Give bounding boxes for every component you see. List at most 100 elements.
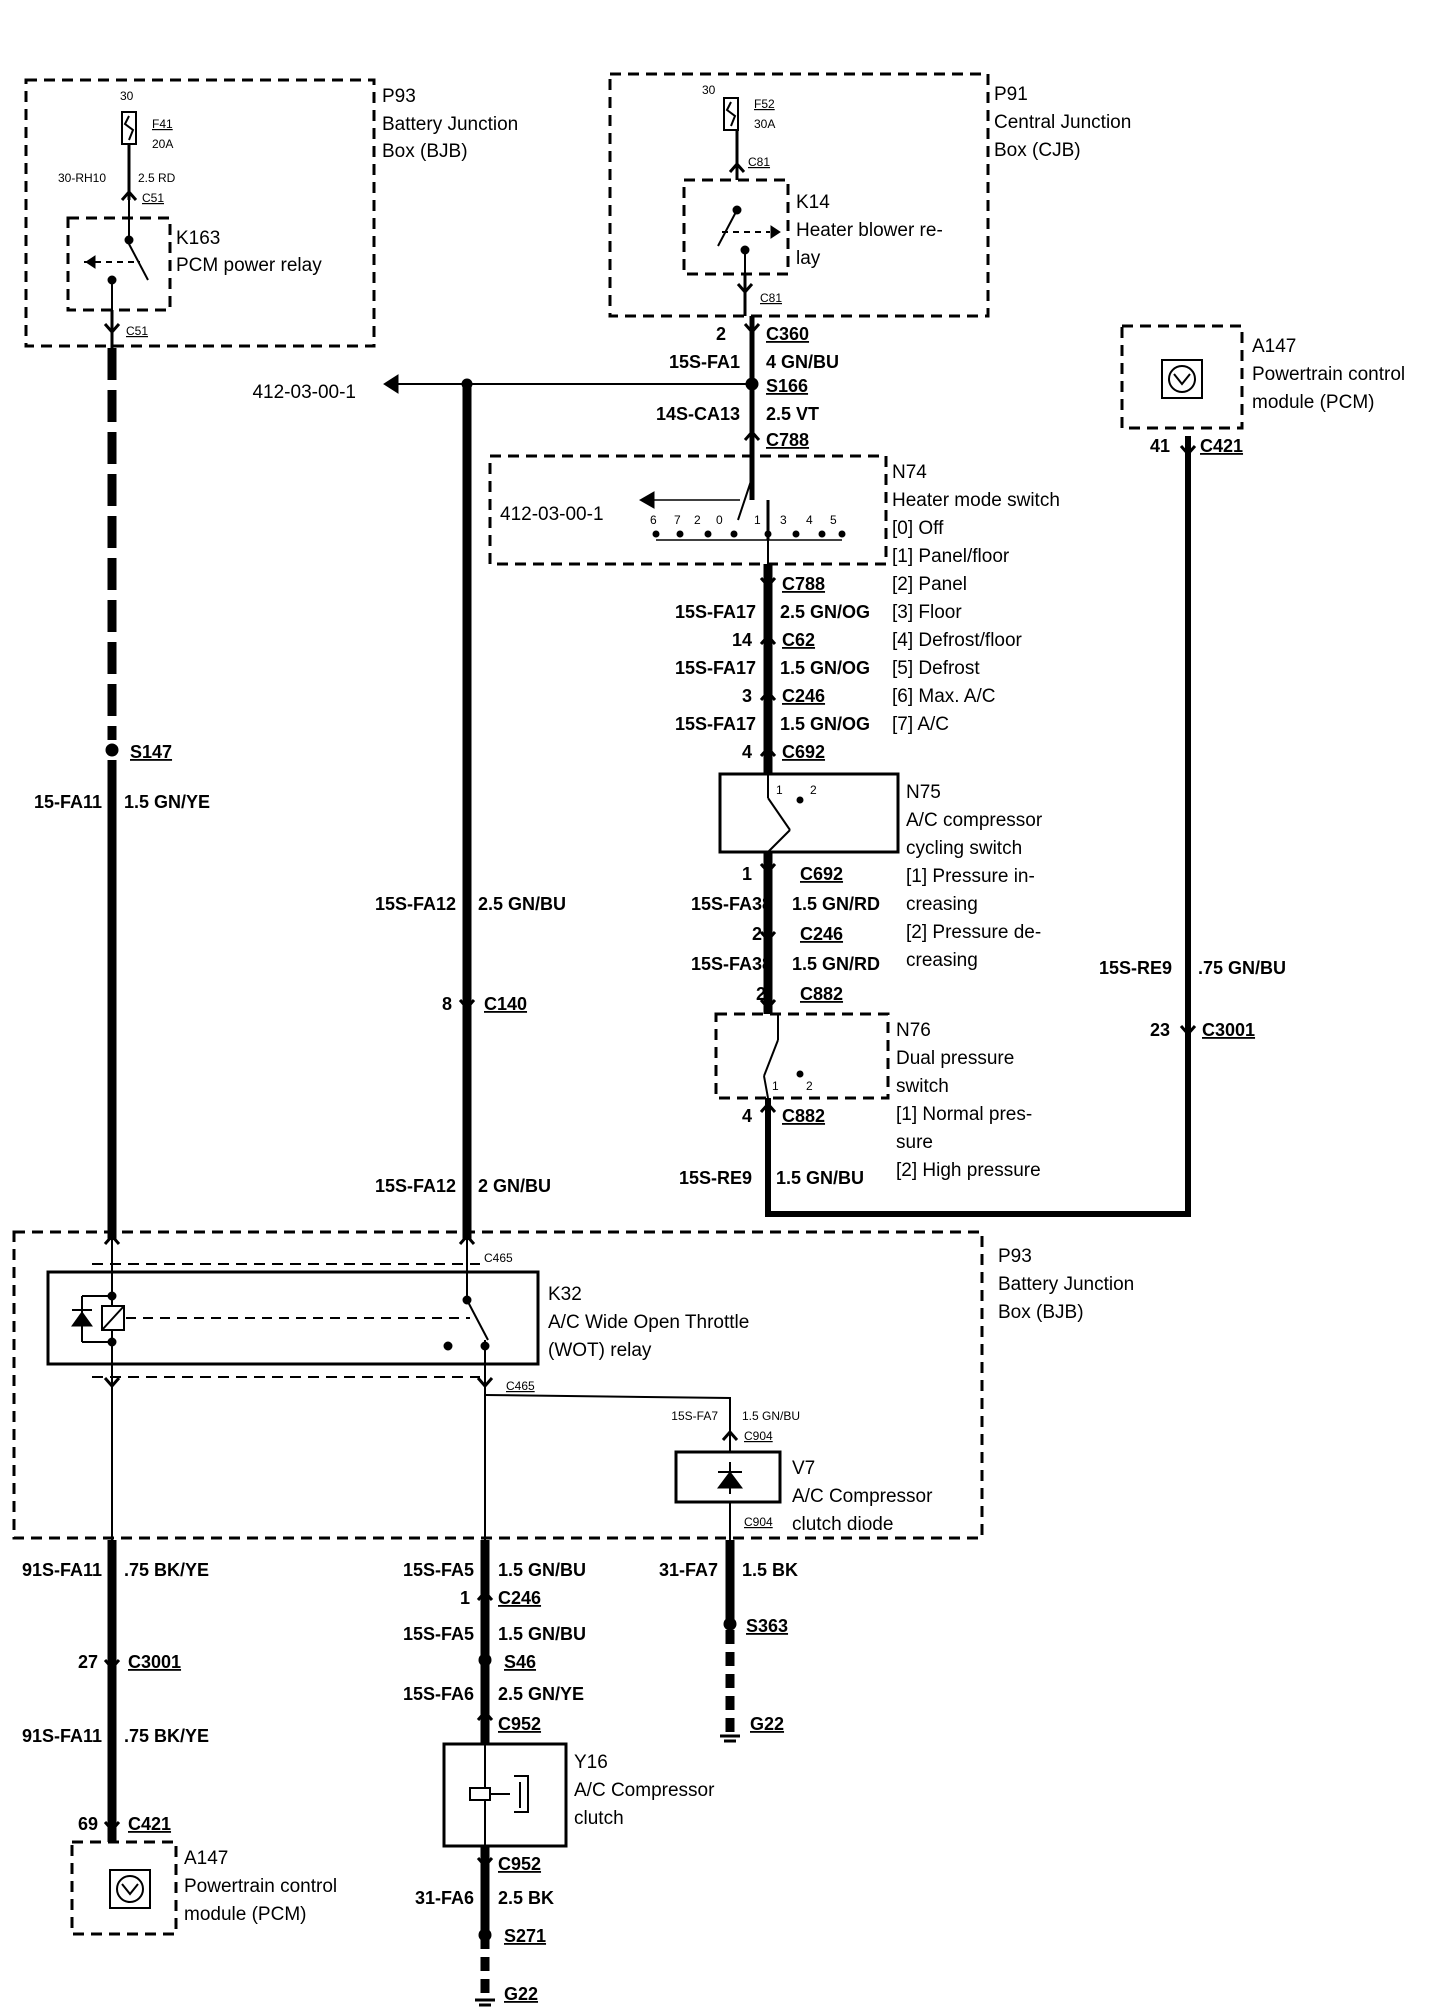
n74-pin-5: 5 bbox=[830, 513, 837, 527]
w11-spec: 2.5 GN/BU bbox=[478, 894, 566, 914]
w1-circuit: 30-RH10 bbox=[58, 171, 106, 185]
k14-box bbox=[682, 178, 790, 276]
n76-line2: switch bbox=[896, 1076, 949, 1097]
c3001a-id: C3001 bbox=[1202, 1020, 1255, 1040]
c421top-id: C421 bbox=[1200, 436, 1243, 456]
a147-top-line2: module (PCM) bbox=[1252, 392, 1374, 413]
n75-line3: [1] Pressure in- bbox=[906, 866, 1035, 887]
ref-label: 412-03-00-1 bbox=[252, 382, 356, 403]
k32-line2: (WOT) relay bbox=[548, 1340, 652, 1361]
n74-ref: 412-03-00-1 bbox=[500, 504, 604, 525]
k32-relay-symbol bbox=[71, 1272, 490, 1364]
s166-id: S166 bbox=[766, 376, 808, 396]
c360-id: C360 bbox=[766, 324, 809, 344]
c952a-id: C952 bbox=[498, 1714, 541, 1734]
w17-spec: 1.5 GN/BU bbox=[498, 1560, 586, 1580]
g22a-id: G22 bbox=[504, 1984, 538, 2004]
w2-spec: 1.5 GN/YE bbox=[124, 792, 210, 812]
a147-bottom-code: A147 bbox=[184, 1848, 228, 1869]
f41-rating: 20A bbox=[152, 137, 173, 151]
c465b-id: C465 bbox=[506, 1379, 535, 1393]
n74-code: N74 bbox=[892, 462, 927, 483]
c360-pin: 2 bbox=[716, 324, 726, 344]
n76-box bbox=[714, 1012, 890, 1100]
v7-code: V7 bbox=[792, 1458, 815, 1479]
w21-spec: 2.5 BK bbox=[498, 1888, 554, 1908]
y16-line2: clutch bbox=[574, 1808, 624, 1829]
w3-spec: 4 GN/BU bbox=[766, 352, 839, 372]
k32-line1: A/C Wide Open Throttle bbox=[548, 1312, 749, 1333]
n74-pin-2: 2 bbox=[694, 513, 701, 527]
c692a-id: C692 bbox=[782, 742, 825, 762]
bjb-bottom-box bbox=[12, 1230, 984, 1540]
c904a-id: C904 bbox=[744, 1429, 773, 1443]
cjb-code: P91 bbox=[994, 84, 1028, 105]
c788a-id: C788 bbox=[766, 430, 809, 450]
w13-circuit: 15S-RE9 bbox=[1099, 958, 1172, 978]
bjb-bottom-line1: Battery Junction bbox=[998, 1274, 1134, 1295]
w7-circuit: 15S-FA17 bbox=[675, 714, 756, 734]
bjb-top-line2: Box (BJB) bbox=[382, 141, 468, 162]
k14-line2: lay bbox=[796, 248, 821, 269]
a147-bottom-line2: module (PCM) bbox=[184, 1904, 306, 1925]
g22b-id: G22 bbox=[750, 1714, 784, 1734]
w13-spec: .75 GN/BU bbox=[1198, 958, 1286, 978]
n74-box bbox=[488, 454, 888, 566]
w12-circuit: 15S-FA12 bbox=[375, 1176, 456, 1196]
n75-box bbox=[718, 772, 900, 854]
pcm-bottom-icon bbox=[109, 1869, 151, 1909]
w10-circuit: 15S-RE9 bbox=[679, 1168, 752, 1188]
c81b-id: C81 bbox=[760, 291, 782, 305]
n76-pin2: 2 bbox=[806, 1079, 813, 1093]
ground-g22-icon bbox=[475, 1734, 740, 2007]
n74-pin-3: 3 bbox=[780, 513, 787, 527]
n75-line2: cycling switch bbox=[906, 838, 1022, 859]
w6-spec: 1.5 GN/OG bbox=[780, 658, 870, 678]
v7-diode-symbol bbox=[717, 1462, 743, 1494]
c51b-id: C51 bbox=[126, 324, 148, 338]
w17-circuit: 15S-FA5 bbox=[403, 1560, 474, 1580]
w2-circuit: 15-FA11 bbox=[34, 792, 102, 812]
c246b-id: C246 bbox=[800, 924, 843, 944]
c882b-id: C882 bbox=[782, 1106, 825, 1126]
v7-line2: clutch diode bbox=[792, 1514, 893, 1535]
n76-code: N76 bbox=[896, 1020, 931, 1041]
bjb-bottom-line2: Box (BJB) bbox=[998, 1302, 1084, 1323]
cjb-line2: Box (CJB) bbox=[994, 140, 1081, 161]
n74-pos-0: [0] Off bbox=[892, 518, 944, 539]
c246b-pin: 2 bbox=[752, 924, 762, 944]
n75-line1: A/C compressor bbox=[906, 810, 1043, 831]
n74-switch-symbol bbox=[638, 477, 846, 564]
w3-circuit: 15S-FA1 bbox=[669, 352, 740, 372]
f52-fuse bbox=[723, 97, 739, 131]
c692a-pin: 4 bbox=[742, 742, 752, 762]
k163-name: PCM power relay bbox=[176, 255, 322, 276]
c421bot-pin: 69 bbox=[78, 1814, 98, 1834]
c421bot-id: C421 bbox=[128, 1814, 171, 1834]
c246c-id: C246 bbox=[498, 1588, 541, 1608]
c3001b-pin: 27 bbox=[78, 1652, 98, 1672]
k14-line1: Heater blower re- bbox=[796, 220, 943, 241]
w12-spec: 2 GN/BU bbox=[478, 1176, 551, 1196]
w21-circuit: 31-FA6 bbox=[415, 1888, 474, 1908]
v7-line1: A/C Compressor bbox=[792, 1486, 933, 1507]
s147-splice bbox=[105, 743, 119, 757]
n74-pin-4: 4 bbox=[806, 513, 813, 527]
c246a-id: C246 bbox=[782, 686, 825, 706]
a147-top-code: A147 bbox=[1252, 336, 1296, 357]
w20-circuit: 31-FA7 bbox=[659, 1560, 718, 1580]
k14-relay-symbol bbox=[717, 205, 781, 274]
c62-pin: 14 bbox=[732, 630, 752, 650]
n74-pos-3: [3] Floor bbox=[892, 602, 962, 623]
v7-box bbox=[674, 1450, 782, 1504]
pcm-top-icon bbox=[1161, 359, 1203, 399]
k32-code: K32 bbox=[548, 1284, 582, 1305]
s271-id: S271 bbox=[504, 1926, 546, 1946]
n74-pin-0: 0 bbox=[716, 513, 723, 527]
k163-relay-symbol bbox=[84, 200, 149, 310]
c140-pin: 8 bbox=[442, 994, 452, 1014]
wire-15s-fa7 bbox=[484, 1394, 731, 1452]
w15-spec: .75 BK/YE bbox=[124, 1560, 209, 1580]
wire-15s-re9 bbox=[765, 436, 1191, 1217]
a147-top-line1: Powertrain control bbox=[1252, 364, 1405, 385]
